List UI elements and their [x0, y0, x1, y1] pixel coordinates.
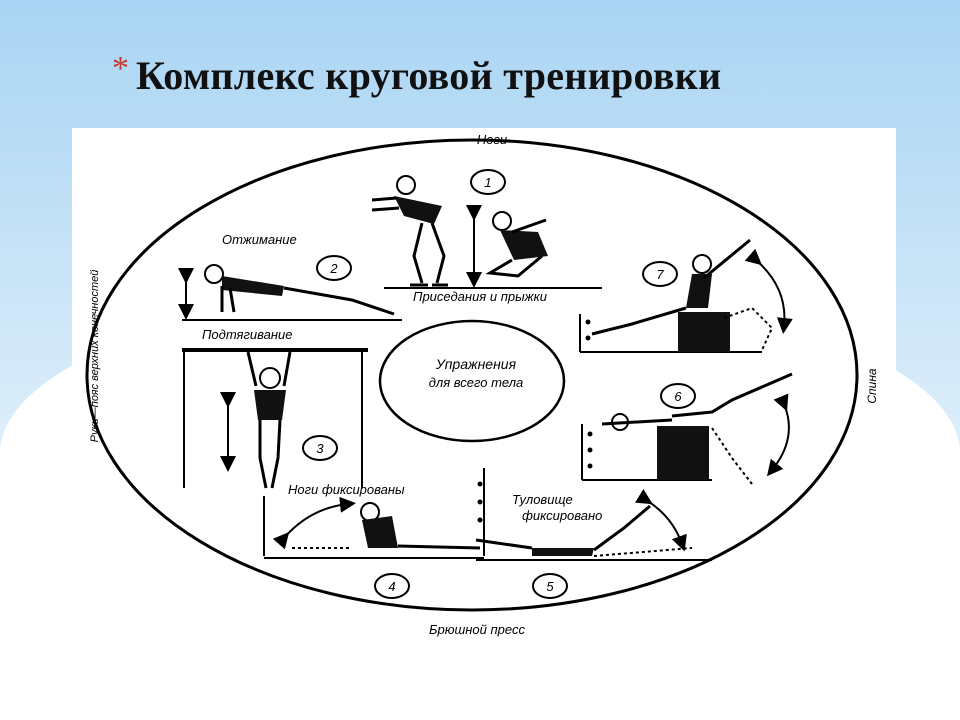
circuit-training-diagram: Ноги Брюшной пресс Руки—пояс верхних кон… [85, 132, 879, 637]
station-3-label: Подтягивание [202, 327, 292, 342]
station-2-number: 2 [329, 261, 338, 276]
station-6-back-bench: 6 [581, 372, 793, 485]
station-4-legs-fixed: Ноги фиксированы 4 [263, 468, 485, 599]
station-1-label: Приседания и прыжки [413, 289, 547, 304]
center-text-line1: Упражнения [435, 356, 517, 372]
station-7-number-circle [642, 261, 678, 287]
station-7-number: 7 [656, 267, 664, 282]
station-2-label: Отжимание [222, 232, 297, 247]
station-5-label-line1: Туловище [512, 492, 573, 507]
station-6-number-circle [660, 383, 696, 409]
station-5-number-circle [532, 573, 568, 599]
station-5-torso-fixed: Туловище фиксировано 5 [475, 488, 712, 599]
station-3-number: 3 [316, 441, 324, 456]
station-7-back-raise: 7 [579, 238, 793, 353]
station-1-number: 1 [484, 175, 491, 190]
station-5-label-line2: фиксировано [522, 508, 602, 523]
outer-circle [85, 138, 859, 612]
station-4-number-circle [374, 573, 410, 599]
slide-title: * Комплекс круговой тренировки [112, 50, 896, 99]
station-3-pullups: Подтягивание 3 [182, 327, 368, 489]
station-1-squats: 1 Приседания и прыжки [371, 169, 602, 304]
diagram-panel: Ноги Брюшной пресс Руки—пояс верхних кон… [72, 128, 896, 638]
station-1-number-circle [470, 169, 506, 195]
center-text-line2: для всего тела [429, 375, 524, 390]
label-arms: Руки—пояс верхних конечностей [89, 270, 101, 443]
station-2-number-circle [316, 255, 352, 281]
center-circle [378, 319, 566, 443]
label-legs: Ноги [477, 132, 507, 147]
label-abs: Брюшной пресс [429, 622, 525, 637]
station-4-number: 4 [388, 579, 395, 594]
label-back: Спина [865, 368, 879, 404]
station-6-number: 6 [674, 389, 682, 404]
station-4-label: Ноги фиксированы [288, 482, 405, 497]
station-2-pushups: Отжимание 2 [178, 232, 402, 321]
title-bullet-icon: * [112, 50, 130, 87]
station-5-number: 5 [546, 579, 554, 594]
slide-title-text: Комплекс круговой тренировки [136, 53, 722, 98]
station-3-number-circle [302, 435, 338, 461]
